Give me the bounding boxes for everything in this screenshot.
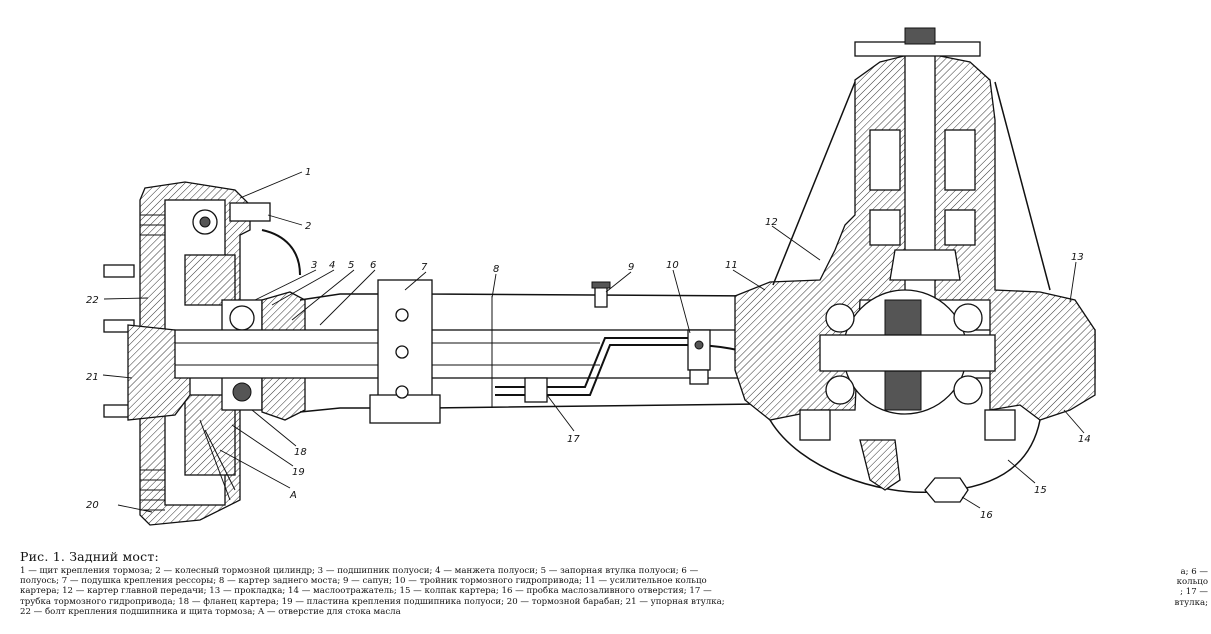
side-fragment: а; 6 — <box>1180 567 1208 577</box>
callout-16: 16 <box>980 510 993 521</box>
callout-11: 11 <box>725 260 738 271</box>
callout-3: 3 <box>311 260 317 271</box>
callout-12: 12 <box>765 217 778 228</box>
callout-15: 15 <box>1034 485 1047 496</box>
caption-line: 1 — щит крепления тормоза; 2 — колесный … <box>20 566 699 576</box>
callout-4: 4 <box>329 260 335 271</box>
callout-18: 18 <box>294 447 307 458</box>
callout-22: 22 <box>86 295 99 306</box>
callout-7: 7 <box>421 262 428 273</box>
leader-lines <box>102 171 1085 513</box>
caption-side-fragments: а; 6 — кольцо ; 17 — втулка; <box>1160 567 1209 608</box>
callout-8: 8 <box>493 264 499 275</box>
rear-axle-drawing: 1 2 3 4 5 6 7 8 9 10 11 12 13 14 15 16 1… <box>86 27 1096 526</box>
axle-housing <box>299 279 771 424</box>
side-fragment: ; 17 — <box>1180 587 1208 598</box>
callout-2: 2 <box>305 221 311 232</box>
caption-line: 22 — болт крепления подшипника и щита то… <box>20 606 401 617</box>
callout-labels: 1 2 3 4 5 6 7 8 9 10 11 12 13 14 15 16 1… <box>86 167 1091 521</box>
caption-line: картера; 12 — картер главной передачи; 1… <box>20 586 712 597</box>
differential-housing <box>734 27 1096 503</box>
callout-19: 19 <box>292 467 305 478</box>
callout-13: 13 <box>1071 252 1084 263</box>
side-fragment: втулка; <box>1174 597 1209 608</box>
callout-9: 9 <box>628 262 634 273</box>
figure-caption-legend: 1 — щит крепления тормоза; 2 — колесный … <box>20 566 1140 617</box>
side-fragment: кольцо <box>1176 577 1208 588</box>
callout-10: 10 <box>666 260 679 271</box>
caption-line: полуось; 7 — подушка крепления рессоры; … <box>20 576 707 587</box>
callout-6: 6 <box>370 260 376 271</box>
callout-21: 21 <box>86 372 99 383</box>
caption-line: трубка тормозного гидропривода; 18 — фла… <box>20 596 725 607</box>
figure-caption-title: Рис. 1. Задний мост: <box>20 549 159 564</box>
callout-14: 14 <box>1078 434 1091 445</box>
callout-17: 17 <box>567 434 580 445</box>
callout-5: 5 <box>348 260 354 271</box>
callout-1: 1 <box>305 167 311 178</box>
callout-20: 20 <box>86 500 99 511</box>
callout-A: A <box>289 490 297 501</box>
